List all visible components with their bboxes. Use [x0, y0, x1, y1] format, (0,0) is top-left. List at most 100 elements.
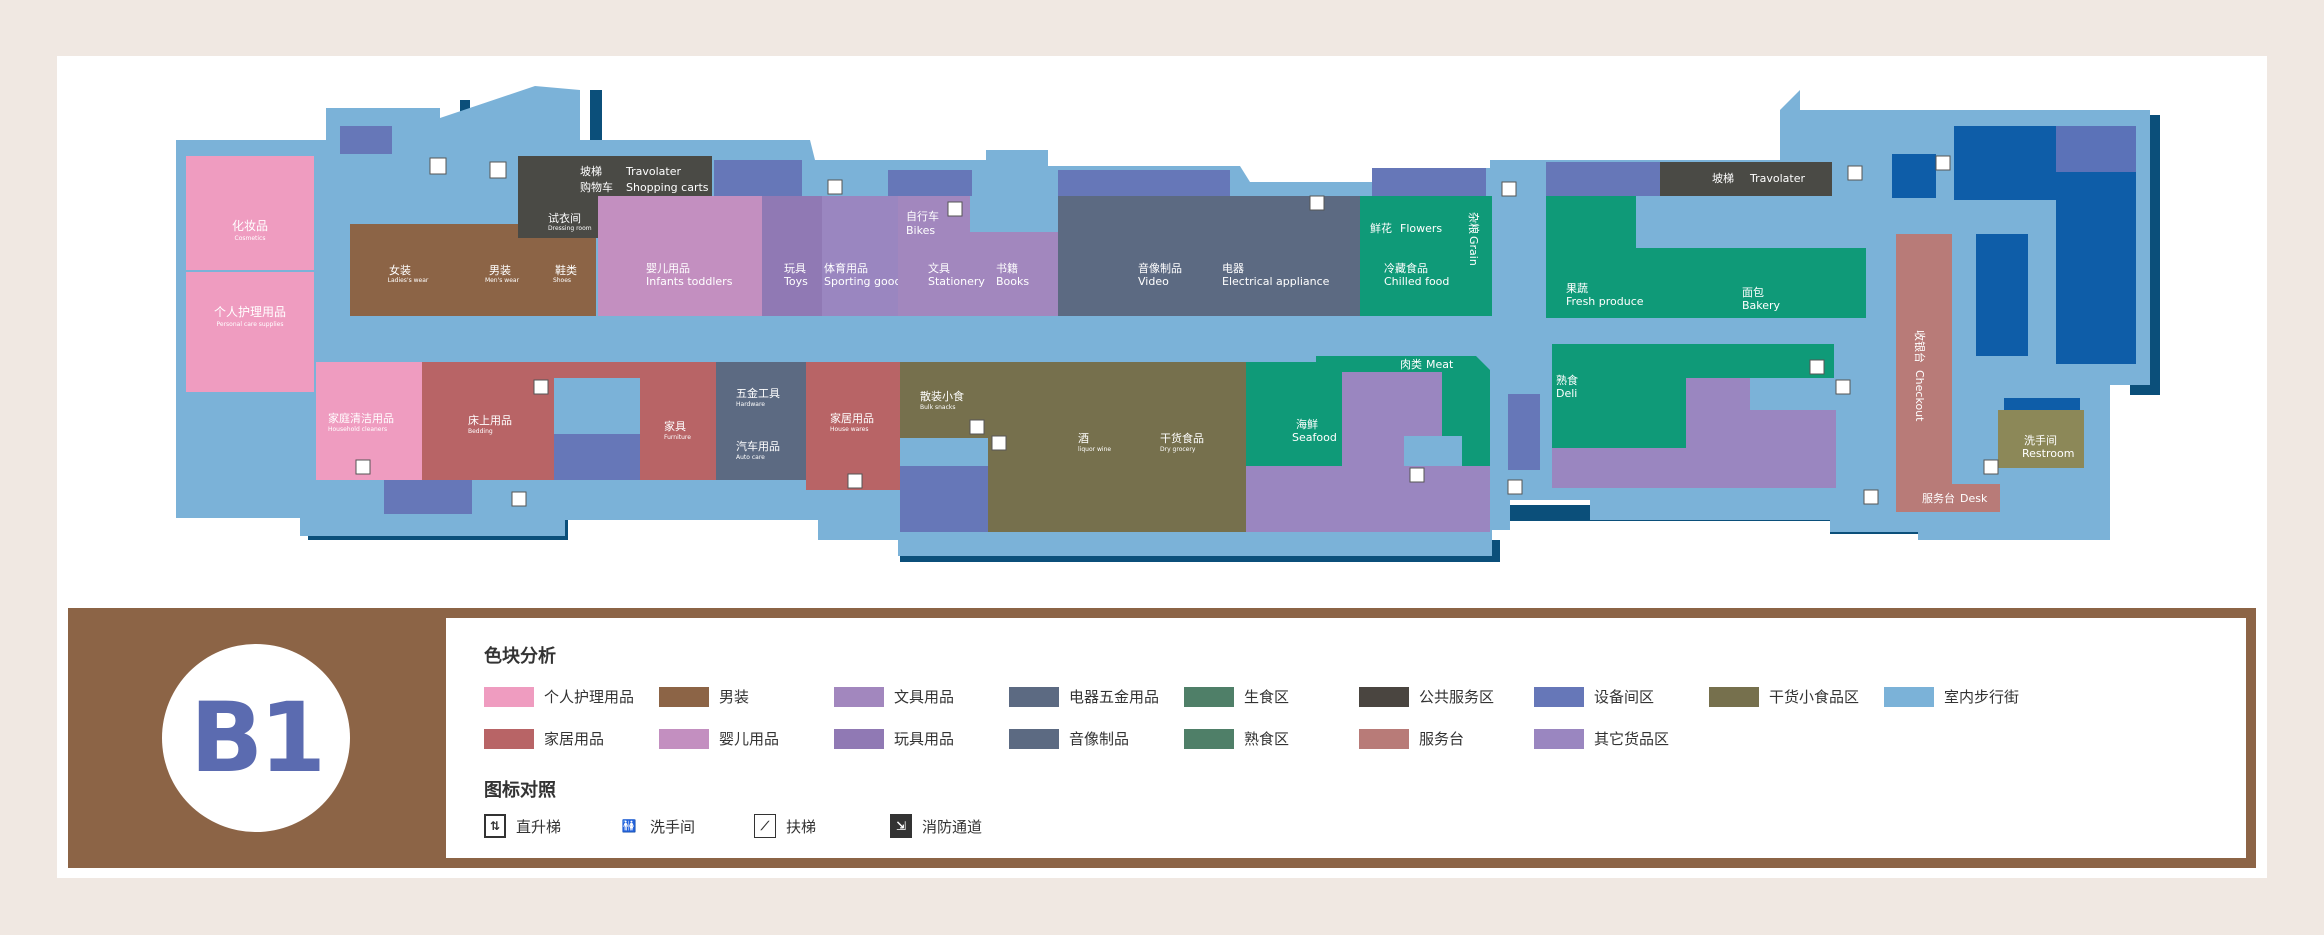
label-deli-en: Deli [1556, 387, 1577, 400]
swatch-label: 男装 [719, 688, 750, 706]
label-carts: 购物车 [580, 180, 613, 194]
label-checkout: 收银台 [1913, 330, 1927, 363]
label-chilled-en: Chilled food [1384, 275, 1449, 288]
label-mens: 男装 [489, 264, 511, 277]
legend-swatch: 家居用品 [484, 728, 604, 749]
equipment-room-5 [1372, 168, 1486, 196]
equipment-room-3 [888, 170, 972, 196]
label-household-cleaners-en: Household cleaners [328, 426, 387, 433]
block-a [1892, 154, 1936, 198]
swatch-label: 家居用品 [544, 730, 605, 748]
swatch-chip [1709, 686, 1759, 707]
legend-swatch: 生食区 [1184, 686, 1289, 707]
legend-swatch: 设备间区 [1534, 686, 1654, 707]
store-other-goods-2 [1552, 378, 1836, 488]
swatch-label: 其它货品区 [1594, 730, 1670, 748]
label-hardware: 五金工具 [736, 386, 780, 400]
label-deli: 熟食 [1556, 373, 1578, 387]
label-dressing-en: Dressing room [548, 225, 592, 232]
store-shoes[interactable] [536, 224, 596, 316]
swatch-label: 设备间区 [1594, 688, 1655, 706]
service-desk[interactable] [1896, 484, 2000, 512]
equipment-room-6 [1546, 162, 1660, 196]
swatch-chip [1534, 728, 1584, 749]
label-bedding: 床上用品 [468, 413, 512, 427]
label-books-en: Books [996, 275, 1029, 288]
label-chilled: 冷藏食品 [1384, 261, 1428, 275]
label-bakery-en: Bakery [1742, 299, 1781, 312]
corridor-pocket-4 [900, 438, 988, 466]
swatch-chip [1884, 686, 1934, 707]
label-liquor: 酒 [1078, 432, 1089, 445]
legend-swatch: 电器五金用品 [1009, 686, 1159, 707]
swatch-chip [484, 686, 534, 707]
color-legend-title: 色块分析 [484, 646, 556, 667]
service-travolater-right[interactable] [1660, 162, 1832, 196]
label-auto: 汽车用品 [736, 439, 780, 453]
label-mens-en: Men's wear [485, 277, 520, 284]
store-produce[interactable] [1546, 196, 1866, 318]
label-womens: 女装 [389, 263, 411, 277]
legend-swatch: 婴儿用品 [659, 728, 779, 749]
store-housewares[interactable] [806, 362, 900, 490]
swatch-chip [1359, 728, 1409, 749]
swatch-chip [484, 728, 534, 749]
floor-label: B1 [190, 682, 326, 794]
label-bedding-en: Bedding [468, 428, 493, 435]
legend-restroom: 🚻 洗手间 [618, 814, 696, 838]
store-hardware[interactable] [716, 362, 806, 480]
label-stationery-en: Stationery [928, 275, 985, 288]
store-stationery[interactable] [898, 196, 1058, 316]
label-housewares: 家居用品 [830, 411, 874, 425]
store-toys[interactable] [762, 196, 822, 316]
store-mens[interactable] [466, 224, 536, 316]
label-bulk: 散装小食 [920, 389, 964, 403]
restroom[interactable] [1998, 410, 2084, 468]
legend-swatch: 公共服务区 [1359, 686, 1494, 707]
swatch-chip [1534, 686, 1584, 707]
escalator-icon: ⟋ [754, 814, 776, 838]
label-seafood: 海鲜 [1296, 417, 1318, 431]
elevator-icon: ⇅ [484, 814, 506, 838]
label-auto-en: Auto care [736, 454, 765, 461]
label-toys-en: Toys [783, 275, 808, 288]
equipment-room-10 [1508, 394, 1540, 470]
label-video: 音像制品 [1138, 261, 1182, 275]
store-sporting[interactable] [822, 196, 898, 316]
service-dressing[interactable] [518, 204, 598, 238]
store-fresh[interactable] [1360, 196, 1492, 316]
store-bedding[interactable] [422, 362, 552, 480]
swatch-label: 音像制品 [1069, 730, 1130, 748]
swatch-label: 电器五金用品 [1069, 688, 1160, 706]
block-e [1976, 234, 2028, 356]
label-checkout-en: Checkout [1913, 370, 1926, 422]
store-personal-care[interactable] [186, 272, 314, 392]
store-infants[interactable] [598, 196, 762, 316]
legend-escalator-label: 扶梯 [786, 817, 817, 836]
label-travolater2: 坡梯 [1712, 172, 1734, 185]
checkout[interactable] [1896, 234, 1952, 512]
label-travolater: 坡梯 [580, 165, 602, 178]
legend-swatch: 男装 [659, 686, 749, 707]
label-dressing: 试衣间 [548, 211, 581, 225]
equipment-room-8 [554, 434, 640, 480]
label-shoes-en: Shoes [553, 277, 571, 284]
equipment-room-7 [384, 480, 472, 514]
store-other-goods-1 [1246, 372, 1490, 532]
swatch-chip [834, 728, 884, 749]
label-cosmetics-en: Cosmetics [235, 235, 266, 242]
label-household-cleaners: 家庭清洁用品 [328, 411, 394, 425]
store-womens[interactable] [350, 224, 466, 316]
legend-panel: B1 色块分析 个人护理用品男装文具用品电器五金用品生食区公共服务区设备间区干货… [68, 608, 2256, 868]
swatch-label: 生食区 [1244, 688, 1290, 706]
swatch-label: 干货小食品区 [1769, 688, 1860, 706]
label-carts-en: Shopping carts [626, 181, 709, 194]
block-d [2056, 172, 2136, 364]
store-cosmetics[interactable] [186, 156, 314, 270]
swatch-chip [1359, 686, 1409, 707]
label-books: 书籍 [996, 261, 1018, 275]
label-bikes-en: Bikes [906, 224, 935, 237]
equipment-room-9 [900, 466, 988, 532]
label-sporting: 体育用品 [824, 261, 868, 275]
store-electrical[interactable] [1058, 196, 1360, 316]
